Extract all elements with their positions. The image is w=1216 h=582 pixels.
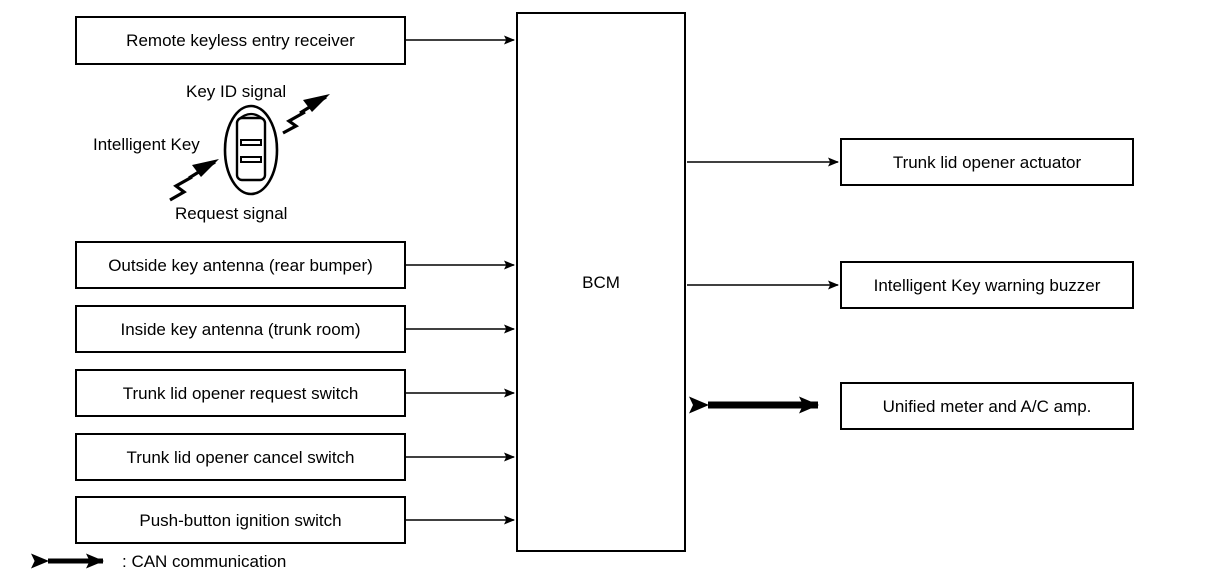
input-connectors bbox=[406, 35, 515, 525]
node-trunk-lid-opener-request-switch[interactable]: Trunk lid opener request switch bbox=[75, 369, 406, 417]
key-fob-body bbox=[235, 116, 267, 182]
output-connectors bbox=[687, 157, 839, 290]
intelligent-key-label: Intelligent Key bbox=[93, 135, 200, 154]
node-inside-key-antenna[interactable]: Inside key antenna (trunk room) bbox=[75, 305, 406, 353]
node-remote-keyless-entry-receiver[interactable]: Remote keyless entry receiver bbox=[75, 16, 406, 65]
intelligent-key-illustration bbox=[169, 94, 330, 202]
node-push-button-ignition-switch[interactable]: Push-button ignition switch bbox=[75, 496, 406, 544]
node-label: Outside key antenna (rear bumper) bbox=[108, 255, 373, 275]
key-fob-button-1 bbox=[240, 139, 262, 146]
node-label: Unified meter and A/C amp. bbox=[882, 396, 1092, 416]
node-outside-key-antenna[interactable]: Outside key antenna (rear bumper) bbox=[75, 241, 406, 289]
node-label: Trunk lid opener cancel switch bbox=[126, 447, 355, 467]
legend-label: : CAN communication bbox=[122, 552, 287, 571]
node-bcm[interactable]: BCM bbox=[516, 12, 686, 552]
node-label: Trunk lid opener actuator bbox=[892, 152, 1082, 172]
request-signal-arrow bbox=[169, 159, 219, 202]
node-trunk-lid-opener-actuator[interactable]: Trunk lid opener actuator bbox=[840, 138, 1134, 186]
key-id-signal-arrow bbox=[282, 94, 330, 135]
node-label: Trunk lid opener request switch bbox=[122, 383, 359, 403]
node-intelligent-key-warning-buzzer[interactable]: Intelligent Key warning buzzer bbox=[840, 261, 1134, 309]
node-trunk-lid-opener-cancel-switch[interactable]: Trunk lid opener cancel switch bbox=[75, 433, 406, 481]
request-signal-label: Request signal bbox=[175, 204, 288, 223]
node-label: Push-button ignition switch bbox=[139, 510, 342, 530]
key-fob-button-2 bbox=[240, 156, 262, 163]
node-label: Remote keyless entry receiver bbox=[126, 31, 355, 50]
node-unified-meter-and-ac-amp[interactable]: Unified meter and A/C amp. bbox=[840, 382, 1134, 430]
node-label: Intelligent Key warning buzzer bbox=[873, 275, 1101, 295]
key-id-signal-label: Key ID signal bbox=[186, 82, 287, 101]
bcm-label: BCM bbox=[582, 272, 620, 292]
node-label: Inside key antenna (trunk room) bbox=[120, 319, 361, 339]
key-fob-cap bbox=[237, 112, 265, 121]
